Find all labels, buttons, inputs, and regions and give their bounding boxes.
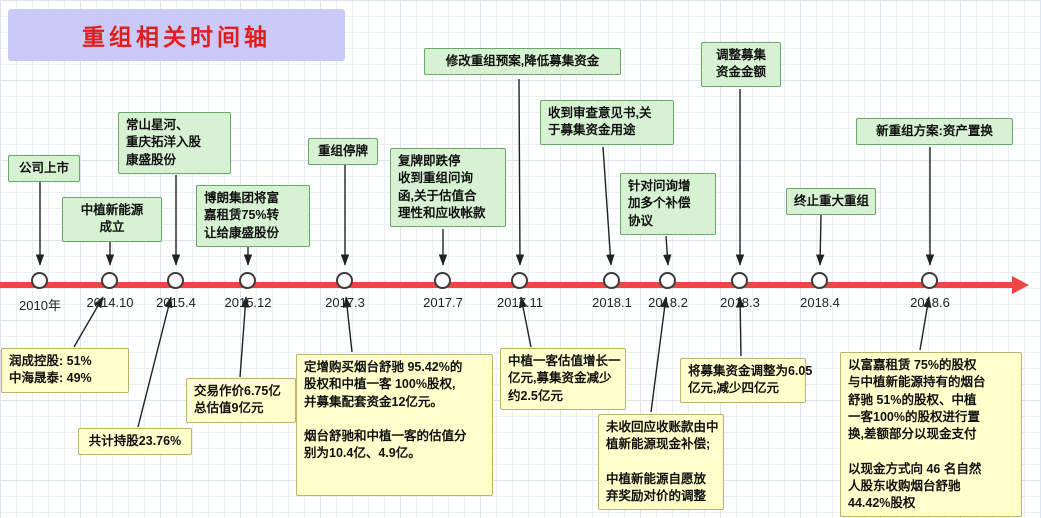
note-deal-price: 交易作价6.75亿 总估值9亿元 (186, 378, 296, 423)
timeline-node-2017-7 (434, 272, 451, 289)
diagram-title: 重组相关时间轴 (82, 24, 271, 50)
connector-arrow (663, 235, 672, 266)
timeline-date-label: 2017.3 (325, 295, 365, 310)
connector-arrow (650, 296, 669, 413)
note-company-listed: 公司上市 (8, 155, 80, 183)
note-terminate-restructuring: 终止重大重组 (786, 188, 876, 216)
timeline-date-label: 2015.4 (156, 295, 196, 310)
note-adjust-raised-funds: 调整募集 资金金额 (701, 42, 781, 87)
note-changshan-investment: 常山星河、 重庆拓洋入股 康盛股份 (118, 112, 231, 174)
note-asset-swap-details: 以富嘉租赁 75%的股权 与中植新能源持有的烟台 舒驰 51%的股权、中植 一客… (840, 352, 1022, 518)
note-shareholding-structure: 润成控股: 51% 中海晟泰: 49% (1, 348, 129, 393)
timeline-node-2018-6 (921, 272, 938, 289)
timeline-date-label: 2017.11 (496, 295, 544, 310)
connector-arrow (602, 146, 615, 266)
timeline-node-2015-12 (239, 272, 256, 289)
timeline-date-label: 2014.10 (86, 295, 134, 310)
note-funds-adjusted: 将募集资金调整为6.05 亿元,减少四亿元 (680, 358, 812, 403)
timeline-date-label: 2018.2 (648, 295, 688, 310)
note-resume-inquiry-letter: 复牌即跌停 收到重组问询 函,关于估值合 理性和应收帐款 (390, 148, 506, 227)
timeline-node-2018-3 (731, 272, 748, 289)
connector-arrow (816, 214, 825, 266)
timeline-node-2015-4 (167, 272, 184, 289)
note-total-holding: 共计持股23.76% (78, 428, 192, 456)
timeline-node-2018-1 (603, 272, 620, 289)
timeline-date-label: 2018.3 (720, 295, 760, 310)
timeline-node-2018-4 (811, 272, 828, 289)
note-zhongzhi-founded: 中植新能源 成立 (62, 197, 162, 242)
connector-arrow (137, 296, 173, 428)
timeline-date-label: 2018.1 (592, 295, 632, 310)
timeline-date-label: 2010年 (19, 298, 61, 313)
timeline-node-2017-11 (511, 272, 528, 289)
connector-arrow (515, 78, 525, 266)
note-cash-compensation: 未收回应收账款由中 植新能源现金补偿; 中植新能源自愿放 弃奖励对价的调整 (598, 414, 724, 511)
timeline-axis (0, 282, 1013, 288)
timeline-node-2014-10 (101, 272, 118, 289)
note-review-opinion: 收到审查意见书,关 于募集资金用途 (540, 100, 674, 145)
timeline-date-label: 2018.6 (910, 295, 950, 310)
timeline-date-label: 2018.4 (800, 295, 840, 310)
timeline-node-2010 (31, 272, 48, 289)
note-trading-suspension: 重组停牌 (308, 138, 378, 166)
timeline-date-label: 2017.7 (423, 295, 463, 310)
timeline-arrowhead-icon (1012, 276, 1029, 294)
note-new-plan-asset-swap: 新重组方案:资产置换 (856, 118, 1013, 146)
note-compensation-agreements: 针对问询增 加多个补偿 协议 (620, 173, 716, 235)
timeline-node-2017-3 (336, 272, 353, 289)
timeline-node-2018-2 (659, 272, 676, 289)
timeline-date-label: 2015.12 (224, 295, 272, 310)
note-private-placement: 定增购买烟台舒驰 95.42%的 股权和中植一客 100%股权, 并募集配套资金… (296, 354, 493, 496)
note-bolang-transfer: 博朗集团将富 嘉租赁75%转 让给康盛股份 (196, 185, 310, 247)
note-revise-plan: 修改重组预案,降低募集资金 (424, 48, 621, 76)
note-valuation-increase: 中植一客估值增长一 亿元,募集资金减少 约2.5亿元 (500, 348, 626, 410)
diagram-title-box: 重组相关时间轴 (8, 9, 345, 61)
